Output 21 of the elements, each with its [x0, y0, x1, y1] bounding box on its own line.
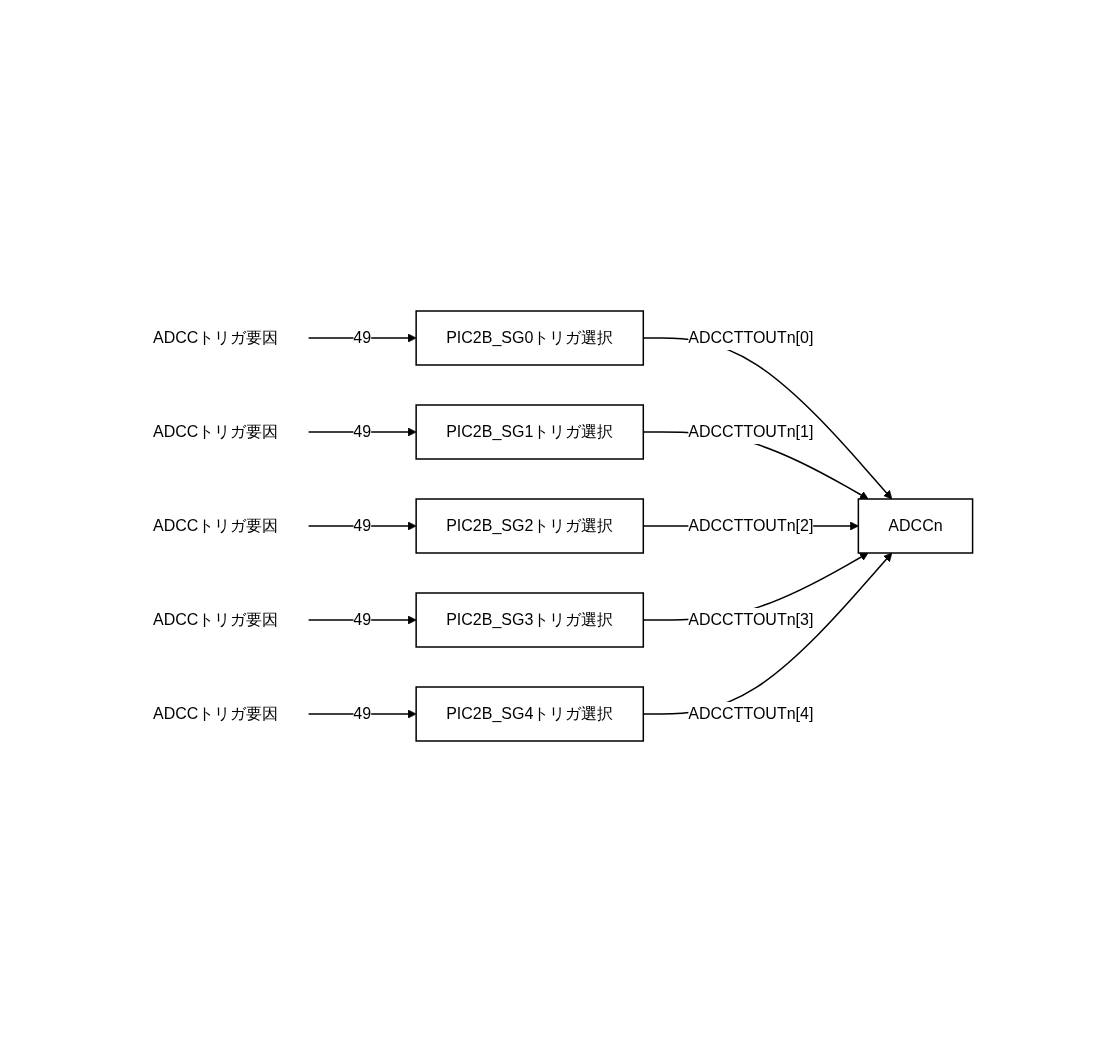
edge-label: ADCCTTOUTn[4]	[688, 704, 814, 722]
edge-label: 49	[353, 516, 371, 534]
edge-label: 49	[353, 610, 371, 628]
node-box: PIC2B_SG3トリガ選択	[415, 591, 644, 648]
node-box: PIC2B_SG4トリガ選択	[415, 685, 644, 742]
edge-label: 49	[353, 422, 371, 440]
node-box: PIC2B_SG1トリガ選択	[415, 403, 644, 460]
edge-label: ADCCTTOUTn[0]	[688, 328, 814, 346]
node-text: ADCCトリガ要因	[152, 704, 279, 722]
node-text: ADCCトリガ要因	[152, 328, 279, 346]
node-box: ADCCn	[857, 497, 974, 554]
node-text: ADCCトリガ要因	[152, 516, 279, 534]
node-text: ADCCトリガ要因	[152, 422, 279, 440]
edge-label: 49	[353, 328, 371, 346]
edge-label: 49	[353, 704, 371, 722]
edge-label: ADCCTTOUTn[2]	[688, 516, 814, 534]
edge-label: ADCCTTOUTn[3]	[688, 610, 814, 628]
edge-label: ADCCTTOUTn[1]	[688, 422, 814, 440]
node-box: PIC2B_SG2トリガ選択	[415, 497, 644, 554]
node-box: PIC2B_SG0トリガ選択	[415, 309, 644, 366]
node-text: ADCCトリガ要因	[152, 610, 279, 628]
